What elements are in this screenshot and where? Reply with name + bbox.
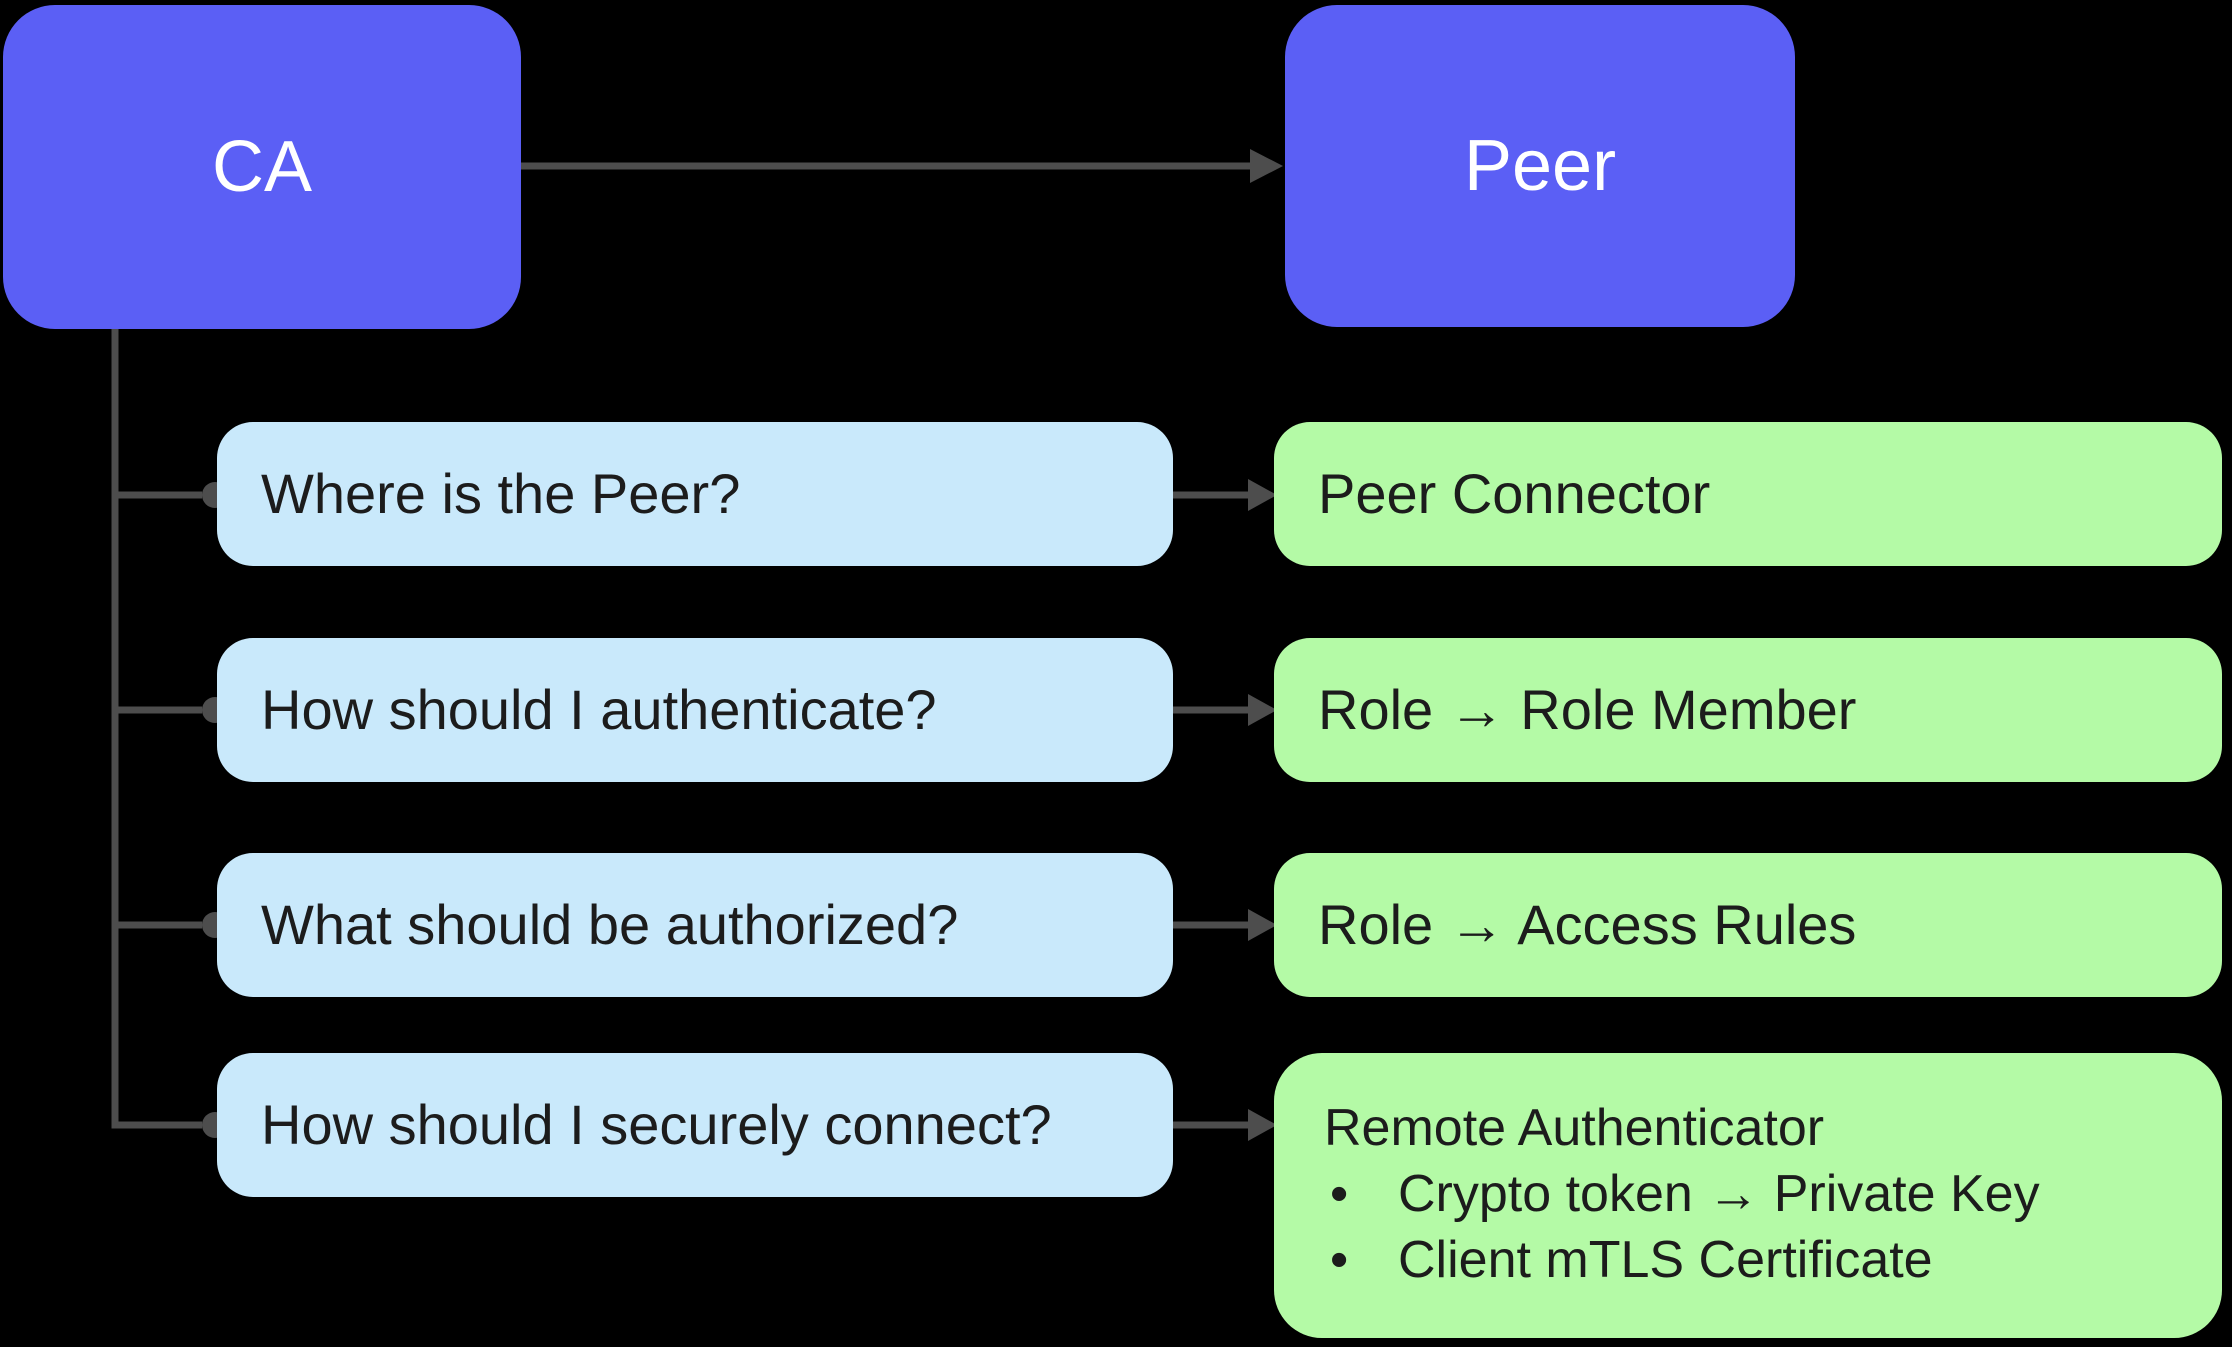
answer-box-access-rules: Role → Access Rules xyxy=(1274,853,2222,997)
question-box-how-authenticate: How should I authenticate? xyxy=(217,638,1173,782)
trunk-connector-line xyxy=(111,329,202,1129)
arrowhead-icon xyxy=(1248,1109,1277,1141)
arrowhead-icon xyxy=(1250,149,1283,183)
arrowhead-icon xyxy=(1248,479,1277,511)
question-box-what-authorized: What should be authorized? xyxy=(217,853,1173,997)
answer-label: Remote Authenticator xyxy=(1324,1099,1825,1157)
answer-bullet-item: Client mTLS Certificate xyxy=(1324,1227,2040,1293)
answer-box-peer-connector: Peer Connector xyxy=(1274,422,2222,566)
answer-label: Role → Role Member xyxy=(1318,678,1857,741)
answer-label: Role → Access Rules xyxy=(1318,893,1857,956)
node-peer-label: Peer xyxy=(1463,126,1617,206)
question-label: How should I authenticate? xyxy=(261,678,937,741)
question-box-securely-connect: How should I securely connect? xyxy=(217,1053,1173,1197)
answer-box-remote-authenticator: Remote Authenticator Crypto token → Priv… xyxy=(1274,1053,2222,1338)
node-ca-label: CA xyxy=(211,127,313,207)
answer-label: Peer Connector xyxy=(1318,462,1711,525)
answer-bullet-item: Crypto token → Private Key xyxy=(1324,1161,2040,1227)
question-label: What should be authorized? xyxy=(261,893,959,956)
question-label: Where is the Peer? xyxy=(261,462,741,525)
arrowhead-icon xyxy=(1248,909,1277,941)
arrowhead-icon xyxy=(1248,694,1277,726)
question-label: How should I securely connect? xyxy=(261,1093,1052,1156)
node-peer: Peer xyxy=(1285,5,1795,327)
node-ca: CA xyxy=(3,5,521,329)
question-box-where-is-peer: Where is the Peer? xyxy=(217,422,1173,566)
answer-bullet-list: Crypto token → Private Key Client mTLS C… xyxy=(1324,1161,2040,1293)
answer-box-role-member: Role → Role Member xyxy=(1274,638,2222,782)
